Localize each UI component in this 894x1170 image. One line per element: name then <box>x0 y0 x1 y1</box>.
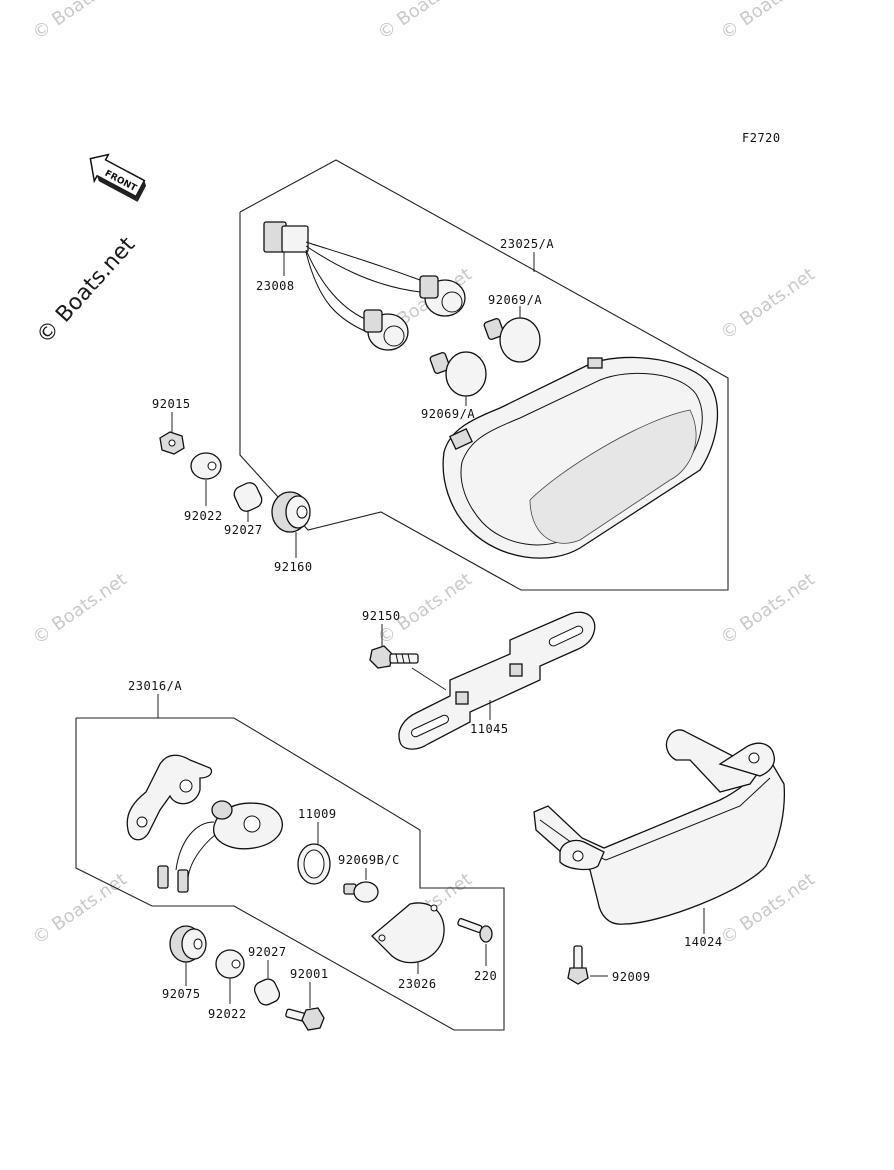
bulb-icon <box>483 317 541 363</box>
grommet-icon <box>271 491 311 533</box>
part-number: 92009 <box>612 970 651 984</box>
washer-icon <box>215 949 245 979</box>
part-number: 92001 <box>290 967 329 981</box>
part-number: 23025/A <box>500 237 554 251</box>
part-number: 11045 <box>470 722 509 736</box>
grommet-icon <box>169 925 207 963</box>
part-number: 92022 <box>184 509 223 523</box>
gasket-icon <box>297 843 331 885</box>
washer-icon <box>190 452 222 480</box>
collar-icon <box>253 978 281 1006</box>
watermark: © Boats.net <box>29 0 131 44</box>
bulb-icon <box>429 351 487 397</box>
part-number: 23008 <box>256 279 295 293</box>
part-number: 14024 <box>684 935 723 949</box>
part-labels: 23025/A 23008 92069/A 92069/A 92015 9202… <box>128 237 723 1021</box>
part-number: 92069/A <box>421 407 475 421</box>
lamp-bracket <box>126 754 213 841</box>
license-light-assembly-frame <box>75 717 505 1031</box>
taillight-assembly-frame <box>239 159 729 591</box>
part-number: 220 <box>474 969 497 983</box>
part-number: 11009 <box>298 807 337 821</box>
socket-wires <box>157 800 283 893</box>
small-bulb-icon <box>343 881 379 903</box>
watermark: © Boats.net <box>374 0 476 44</box>
part-number: 92022 <box>208 1007 247 1021</box>
part-number: 92075 <box>162 987 201 1001</box>
bolt-icon <box>567 945 589 985</box>
leader-lines <box>157 252 705 1008</box>
tail-lamp-housing <box>442 356 719 559</box>
lens-icon <box>371 902 445 964</box>
screw-icon <box>457 917 493 943</box>
collar-icon <box>233 482 263 512</box>
front-arrow-icon: FRONT <box>89 153 147 202</box>
part-number: 92069B/C <box>338 853 400 867</box>
nut-icon <box>159 431 185 455</box>
part-number: 92027 <box>224 523 263 537</box>
watermark: © Boats.net <box>717 264 819 344</box>
watermark: © Boats.net <box>717 0 819 44</box>
bolt-icon <box>285 1007 325 1031</box>
license-bracket <box>398 611 596 750</box>
part-number: 23016/A <box>128 679 182 693</box>
wire-harness <box>263 221 466 351</box>
part-number: 92160 <box>274 560 313 574</box>
part-number: 23026 <box>398 977 437 991</box>
part-number: 92027 <box>248 945 287 959</box>
part-number: 92150 <box>362 609 401 623</box>
watermark-main: © Boats.net <box>32 232 141 349</box>
bolt-icon <box>369 645 419 669</box>
rear-fender <box>533 729 786 925</box>
watermark: © Boats.net <box>29 869 131 949</box>
part-number: 92015 <box>152 397 191 411</box>
watermark: © Boats.net <box>717 569 819 649</box>
part-number: 92069/A <box>488 293 542 307</box>
figure-code: F2720 <box>742 131 781 145</box>
watermark: © Boats.net <box>29 569 131 649</box>
